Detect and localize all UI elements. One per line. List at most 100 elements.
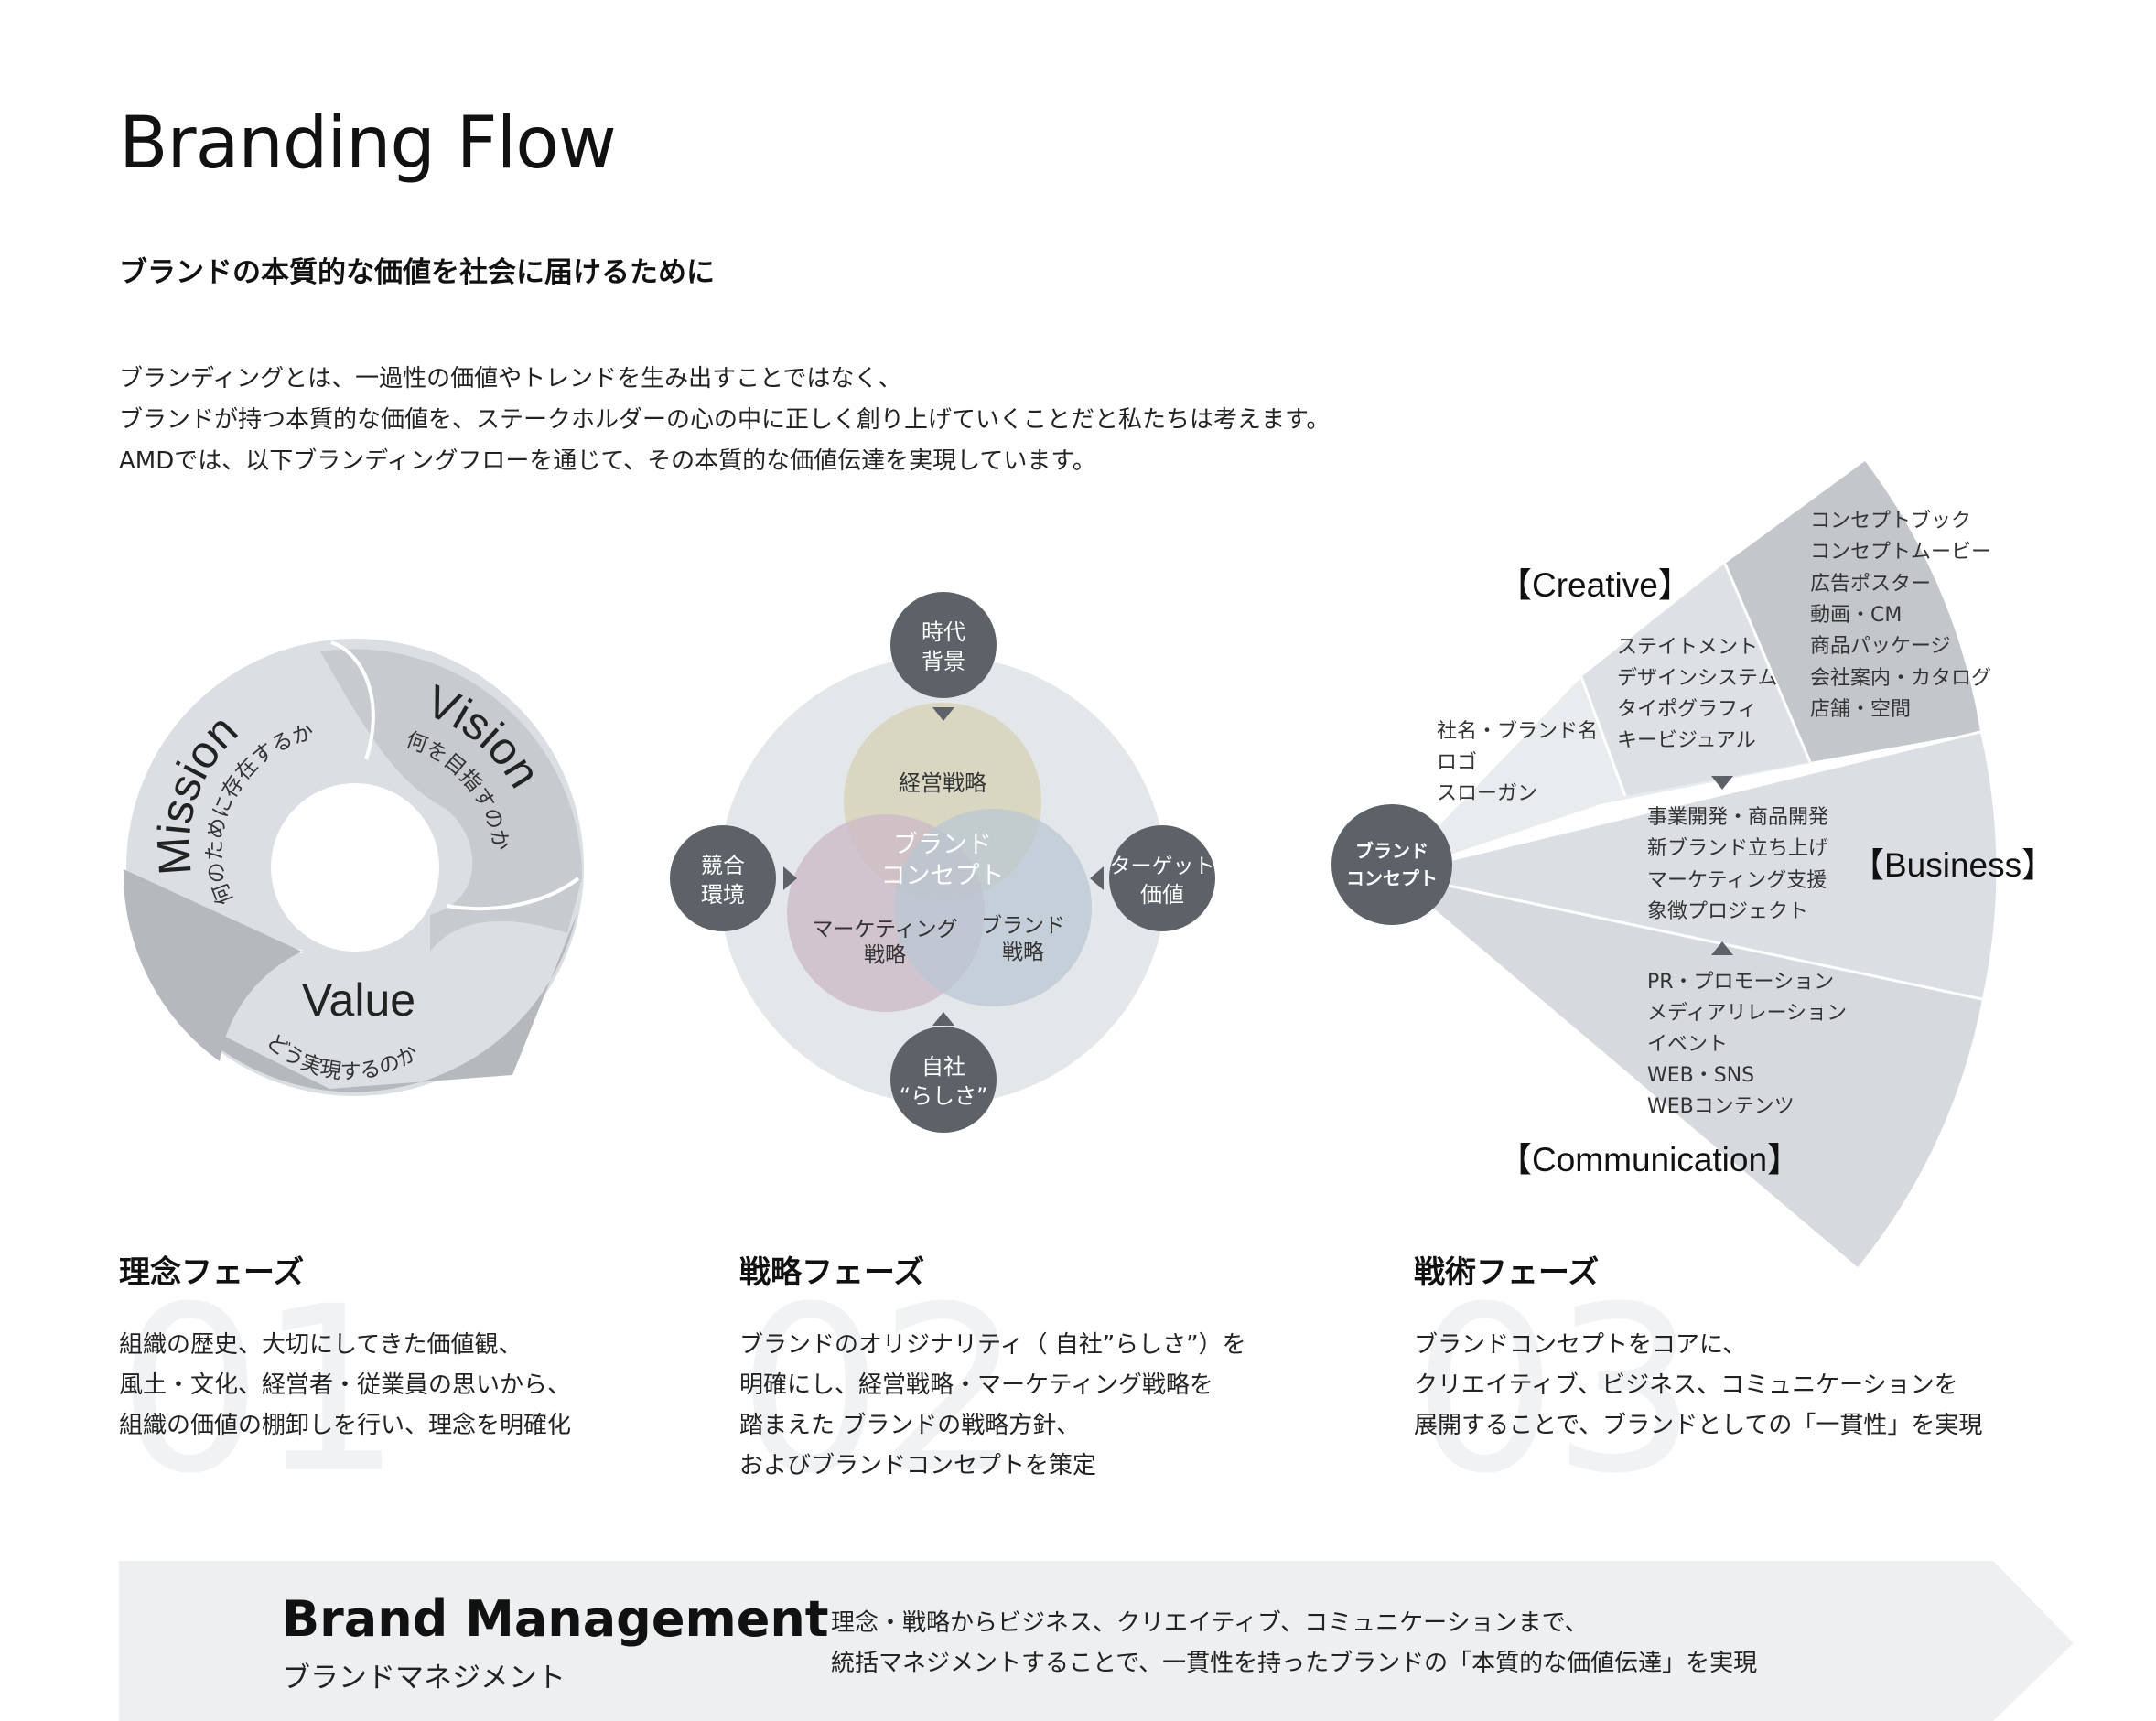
list-item: WEBコンテンツ bbox=[1647, 1095, 1795, 1118]
bm-desc-line: 理念・戦略からビジネス、クリエイティブ、コミュニケーションまで、 bbox=[831, 1609, 1589, 1637]
list-item: キービジュアル bbox=[1617, 729, 1756, 752]
arrow-right-icon bbox=[783, 866, 797, 890]
list-item: 動画・CM bbox=[1810, 604, 1902, 627]
intro-line: AMDでは、以下ブランディングフローを通じて、その本質的な価値伝達を実現していま… bbox=[119, 447, 1096, 475]
value-label: Value bbox=[302, 974, 415, 1026]
intro-text: ブランディングとは、一過性の価値やトレンドを生み出すことではなく、 ブランドが持… bbox=[119, 359, 1330, 482]
brand-management-title: Brand Management bbox=[282, 1590, 829, 1648]
node-target-line1: ターゲット bbox=[1110, 855, 1215, 878]
list-item: メディアリレーション bbox=[1647, 1002, 1847, 1025]
communication-list: PR・プロモーション メディアリレーション イベント WEB・SNS WEBコン… bbox=[1647, 971, 1847, 1118]
arrow-up-icon bbox=[1711, 941, 1733, 955]
list-item: イベント bbox=[1647, 1033, 1728, 1056]
list-item: ロゴ bbox=[1437, 751, 1477, 774]
phase-desc-line: ブランドのオリジナリティ（ 自社”らしさ”）を bbox=[739, 1331, 1246, 1359]
phase-desc-line: 明確にし、経営戦略・マーケティング戦略を bbox=[739, 1371, 1213, 1399]
phase-desc-line: ブランドコンセプトをコアに、 bbox=[1414, 1331, 1747, 1359]
node-competition-line1: 競合 bbox=[701, 853, 745, 878]
list-item: 店舗・空間 bbox=[1810, 698, 1911, 721]
creative-outer-list: コンセプトブック コンセプトムービー 広告ポスター 動画・CM 商品パッケージ … bbox=[1810, 510, 1991, 721]
list-item: コンセプトブック bbox=[1810, 510, 1971, 532]
value-lobe bbox=[123, 869, 302, 1061]
phase-description: ブランドのオリジナリティ（ 自社”らしさ”）を 明確にし、経営戦略・マーケティン… bbox=[739, 1325, 1246, 1486]
node-self-line1: 自社 bbox=[922, 1054, 965, 1080]
list-item: 事業開発・商品開発 bbox=[1647, 806, 1828, 829]
list-item: マーケティング支援 bbox=[1647, 869, 1827, 892]
list-item: 会社案内・カタログ bbox=[1810, 667, 1991, 690]
brand-management-banner bbox=[119, 1561, 2074, 1721]
business-label: 【Business】 bbox=[1850, 846, 2055, 884]
strategy-diagram: 経営戦略 ブランド コンセプト マーケティング 戦略 ブランド 戦略 時代 背景… bbox=[670, 592, 1215, 1133]
phase-desc-line: 組織の歴史、大切にしてきた価値観、 bbox=[119, 1331, 523, 1359]
hub-line2: コンセプト bbox=[1346, 867, 1438, 889]
list-item: タイポグラフィ bbox=[1617, 698, 1758, 721]
page-title: Branding Flow bbox=[119, 102, 617, 185]
business-sector bbox=[1393, 732, 1997, 999]
node-era bbox=[890, 592, 997, 698]
node-competition-line2: 環境 bbox=[701, 882, 745, 908]
node-self bbox=[890, 1027, 997, 1133]
list-item: コンセプトムービー bbox=[1810, 541, 1991, 564]
list-item: デザインシステム bbox=[1617, 667, 1777, 690]
brand-label-line2: 戦略 bbox=[1002, 941, 1044, 964]
marketing-label-line1: マーケティング bbox=[812, 918, 957, 941]
node-competition bbox=[670, 825, 776, 931]
page-subtitle: ブランドの本質的な価値を社会に届けるために bbox=[119, 256, 715, 289]
phase-title: 戦術フェーズ bbox=[1414, 1254, 1600, 1291]
hub-line1: ブランド bbox=[1355, 840, 1428, 862]
business-list: 事業開発・商品開発 新ブランド立ち上げ マーケティング支援 象徴プロジェクト bbox=[1647, 806, 1828, 923]
phase-number: 01 bbox=[117, 1257, 403, 1523]
phase-number: 03 bbox=[1412, 1257, 1698, 1523]
tactics-diagram: ブランド コンセプト 【Creative】 【Business】 【Commun… bbox=[1331, 461, 2055, 1267]
list-item: 広告ポスター bbox=[1810, 573, 1931, 596]
phase-desc-line: 組織の価値の棚卸しを行い、理念を明確化 bbox=[119, 1412, 572, 1439]
arrow-down-icon bbox=[1711, 776, 1733, 790]
list-item: 商品パッケージ bbox=[1810, 635, 1951, 658]
creative-middle-list: ステイトメント デザインシステム タイポグラフィ キービジュアル bbox=[1617, 636, 1777, 752]
brand-circle bbox=[894, 809, 1092, 1006]
node-target-line2: 価値 bbox=[1140, 882, 1184, 908]
cycle-diagram: Mission 何のために存在するか Vision 何を目指すのか Value … bbox=[123, 639, 584, 1096]
phase-desc-line: 風土・文化、経営者・従業員の思いから、 bbox=[119, 1371, 572, 1399]
creative-inner-list: 社名・ブランド名 ロゴ スローガン bbox=[1437, 720, 1598, 805]
phase-title: 戦略フェーズ bbox=[739, 1254, 925, 1291]
phase-desc-line: クリエイティブ、ビジネス、コミュニケーションを bbox=[1414, 1371, 1958, 1399]
center-label-line2: コンセプト bbox=[881, 862, 1005, 890]
node-era-line1: 時代 bbox=[922, 619, 965, 645]
center-label-line1: ブランド bbox=[893, 831, 992, 859]
vision-segment bbox=[320, 649, 583, 952]
phase-description: ブランドコンセプトをコアに、 クリエイティブ、ビジネス、コミュニケーションを 展… bbox=[1414, 1325, 1982, 1446]
cycle-hole bbox=[271, 783, 439, 952]
phase-desc-line: 展開することで、ブランドとしての「一貫性」を実現 bbox=[1414, 1412, 1983, 1439]
communication-label: 【Communication】 bbox=[1498, 1141, 1801, 1178]
list-item: 社名・ブランド名 bbox=[1437, 720, 1598, 743]
node-era-line2: 背景 bbox=[922, 649, 965, 674]
communication-sector bbox=[1393, 874, 1982, 1267]
list-item: スローガン bbox=[1437, 782, 1537, 805]
phase-number: 02 bbox=[738, 1257, 1023, 1523]
list-item: WEB・SNS bbox=[1647, 1064, 1754, 1087]
node-self-line2: “らしさ” bbox=[900, 1083, 988, 1109]
intro-line: ブランドが持つ本質的な価値を、ステークホルダーの心の中に正しく創り上げていくこと… bbox=[119, 406, 1331, 434]
brand-concept-hub bbox=[1331, 804, 1452, 925]
brand-management-description: 理念・戦略からビジネス、クリエイティブ、コミュニケーションまで、 統括マネジメン… bbox=[831, 1603, 1757, 1683]
list-item: 象徴プロジェクト bbox=[1647, 900, 1808, 923]
creative-middle-sector bbox=[1581, 564, 1810, 796]
list-item: PR・プロモーション bbox=[1647, 971, 1834, 994]
phase-desc-line: 踏まえた ブランドの戦略方針、 bbox=[739, 1412, 1081, 1439]
creative-label: 【Creative】 bbox=[1498, 566, 1692, 604]
arrow-left-icon bbox=[1090, 866, 1104, 890]
arrow-down-icon bbox=[932, 707, 954, 721]
phase-desc-line: およびブランドコンセプトを策定 bbox=[739, 1452, 1097, 1479]
marketing-label-line2: 戦略 bbox=[864, 943, 906, 967]
list-item: ステイトメント bbox=[1617, 636, 1758, 659]
intro-line: ブランディングとは、一過性の価値やトレンドを生み出すことではなく、 bbox=[119, 365, 902, 393]
phase-title: 理念フェーズ bbox=[119, 1254, 305, 1291]
creative-outer-sector bbox=[1725, 461, 1980, 762]
node-target bbox=[1109, 825, 1215, 931]
list-item: 新ブランド立ち上げ bbox=[1647, 837, 1828, 860]
phase-description: 組織の歴史、大切にしてきた価値観、 風土・文化、経営者・従業員の思いから、 組織… bbox=[119, 1325, 571, 1446]
brand-management-subtitle: ブランドマネジメント bbox=[282, 1662, 566, 1694]
arrow-up-icon bbox=[932, 1012, 954, 1026]
